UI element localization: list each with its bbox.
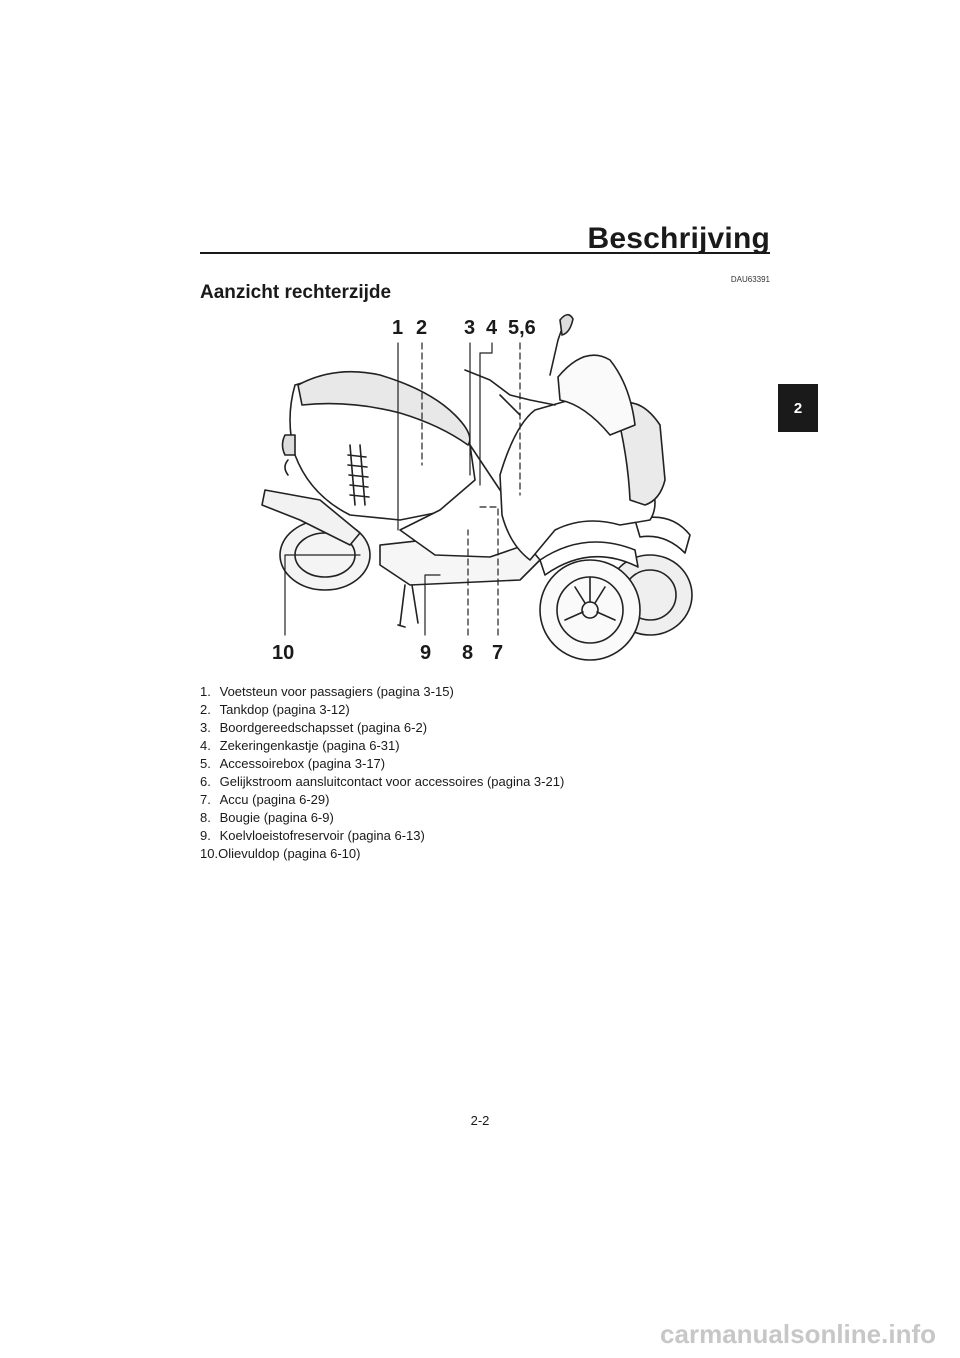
section-heading: Aanzicht rechterzijde bbox=[200, 282, 392, 303]
page-number: 2-2 bbox=[470, 1113, 490, 1128]
leader-9 bbox=[424, 574, 441, 636]
document-code: DAU63391 bbox=[730, 275, 770, 284]
list-item: 6. Gelijkstroom aansluitcontact voor acc… bbox=[200, 773, 564, 791]
item-number: 4. bbox=[200, 738, 211, 753]
item-text: Koelvloeistofreservoir (pagina 6-13) bbox=[219, 828, 425, 843]
list-item: 2. Tankdop (pagina 3-12) bbox=[200, 701, 564, 719]
leader-4 bbox=[479, 342, 493, 486]
list-item: 7. Accu (pagina 6-29) bbox=[200, 791, 564, 809]
callout-2: 2 bbox=[416, 317, 428, 339]
parts-list: 1. Voetsteun voor passagiers (pagina 3-1… bbox=[200, 683, 564, 863]
item-text: Olievuldop (pagina 6-10) bbox=[218, 846, 361, 861]
item-number: 6. bbox=[200, 774, 211, 789]
item-text: Bougie (pagina 6-9) bbox=[219, 810, 334, 825]
mirror bbox=[559, 313, 574, 336]
item-text: Zekeringenkastje (pagina 6-31) bbox=[219, 738, 400, 753]
front-body bbox=[499, 399, 656, 561]
item-text: Gelijkstroom aansluitcontact voor access… bbox=[219, 774, 565, 789]
watermark[interactable]: carmanualsonline.info bbox=[660, 1319, 936, 1349]
list-item: 4. Zekeringenkastje (pagina 6-31) bbox=[200, 737, 564, 755]
item-number: 8. bbox=[200, 810, 211, 825]
item-number: 1. bbox=[200, 684, 211, 699]
list-item: 9. Koelvloeistofreservoir (pagina 6-13) bbox=[200, 827, 564, 845]
item-number: 2. bbox=[200, 702, 211, 717]
item-number: 7. bbox=[200, 792, 211, 807]
callout-8: 8 bbox=[462, 642, 474, 664]
item-text: Voetsteun voor passagiers (pagina 3-15) bbox=[219, 684, 454, 699]
item-text: Accessoirebox (pagina 3-17) bbox=[219, 756, 386, 771]
list-item: 1. Voetsteun voor passagiers (pagina 3-1… bbox=[200, 683, 564, 701]
item-text: Accu (pagina 6-29) bbox=[219, 792, 330, 807]
leader-7 bbox=[475, 506, 499, 636]
front-wheel bbox=[539, 559, 641, 661]
callout-1: 1 bbox=[392, 317, 404, 339]
callout-3: 3 bbox=[464, 317, 476, 339]
item-number: 9. bbox=[200, 828, 211, 843]
list-item: 10.Olievuldop (pagina 6-10) bbox=[200, 845, 564, 863]
callout-9: 9 bbox=[420, 642, 432, 664]
windscreen bbox=[557, 354, 636, 436]
list-item: 5. Accessoirebox (pagina 3-17) bbox=[200, 755, 564, 773]
list-item: 8. Bougie (pagina 6-9) bbox=[200, 809, 564, 827]
callout-4: 4 bbox=[486, 317, 498, 339]
item-number: 3. bbox=[200, 720, 211, 735]
scooter-drawing bbox=[261, 313, 693, 661]
seat bbox=[297, 370, 471, 446]
exhaust bbox=[261, 489, 361, 546]
page-title: Beschrijving bbox=[587, 222, 770, 255]
title-rule bbox=[200, 252, 770, 254]
item-number: 5. bbox=[200, 756, 211, 771]
chapter-tab[interactable]: 2 bbox=[778, 384, 818, 432]
item-text: Boordgereedschapsset (pagina 6-2) bbox=[219, 720, 428, 735]
scooter-illustration: 1 2 3 4 5,6 10 9 8 7 bbox=[240, 305, 720, 675]
leader-10 bbox=[284, 554, 361, 636]
item-number: 10. bbox=[200, 846, 219, 861]
callout-7: 7 bbox=[492, 642, 504, 664]
list-item: 3. Boordgereedschapsset (pagina 6-2) bbox=[200, 719, 564, 737]
callout-10: 10 bbox=[272, 642, 295, 664]
callout-5-6: 5,6 bbox=[508, 317, 536, 339]
item-text: Tankdop (pagina 3-12) bbox=[219, 702, 350, 717]
